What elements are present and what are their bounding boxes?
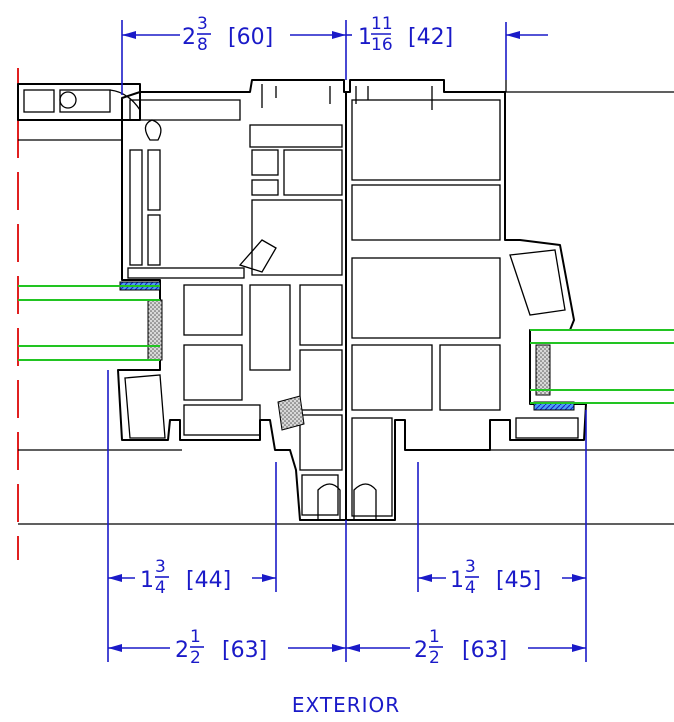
dim-mid-left-whole: 1 bbox=[140, 568, 154, 593]
dim-mid-left-den: 4 bbox=[155, 578, 166, 598]
frame-profile bbox=[117, 79, 587, 521]
dim-top-right-mm: [42] bbox=[408, 25, 453, 50]
dim-top-left-num: 3 bbox=[197, 14, 208, 34]
dim-bottom-right-whole: 2 bbox=[414, 638, 428, 663]
exterior-caption: EXTERIOR bbox=[292, 693, 400, 717]
left-glazing bbox=[18, 285, 160, 361]
dim-mid-right-num: 3 bbox=[465, 557, 476, 577]
dim-mid-right-mm: [45] bbox=[496, 568, 541, 593]
dim-mid-right-whole: 1 bbox=[450, 568, 464, 593]
dim-bottom-right-num: 1 bbox=[429, 627, 440, 647]
left-spacer bbox=[147, 299, 163, 361]
dim-top-left: 2 3 8 [60] bbox=[122, 14, 346, 55]
dim-mid-left: 1 3 4 [44] bbox=[108, 557, 276, 598]
dim-bottom-left-whole: 2 bbox=[175, 638, 189, 663]
dim-top-right-whole: 1 bbox=[358, 25, 372, 50]
right-spacer bbox=[535, 344, 551, 396]
dim-mid-left-mm: [44] bbox=[186, 568, 231, 593]
dim-bottom-left-den: 2 bbox=[190, 648, 201, 668]
dim-bottom-left-mm: [63] bbox=[222, 638, 267, 663]
dim-top-left-whole: 2 bbox=[182, 25, 196, 50]
dim-mid-right-den: 4 bbox=[465, 578, 476, 598]
dim-bottom-right-den: 2 bbox=[429, 648, 440, 668]
thermal-break bbox=[277, 395, 305, 431]
dim-bottom-right-mm: [63] bbox=[462, 638, 507, 663]
dim-top-right: 1 11 16 [42] bbox=[346, 14, 548, 55]
dim-top-right-den: 16 bbox=[371, 35, 393, 55]
dim-mid-right: 1 3 4 [45] bbox=[418, 557, 586, 598]
dim-bottom-right: 2 1 2 [63] bbox=[346, 627, 586, 668]
dim-bottom-left-num: 1 bbox=[190, 627, 201, 647]
dim-top-left-den: 8 bbox=[197, 35, 208, 55]
right-glazing bbox=[530, 329, 674, 404]
dim-top-left-mm: [60] bbox=[228, 25, 273, 50]
dim-bottom-left: 2 1 2 [63] bbox=[108, 627, 346, 668]
dim-mid-left-num: 3 bbox=[155, 557, 166, 577]
dim-top-right-num: 11 bbox=[371, 14, 393, 34]
